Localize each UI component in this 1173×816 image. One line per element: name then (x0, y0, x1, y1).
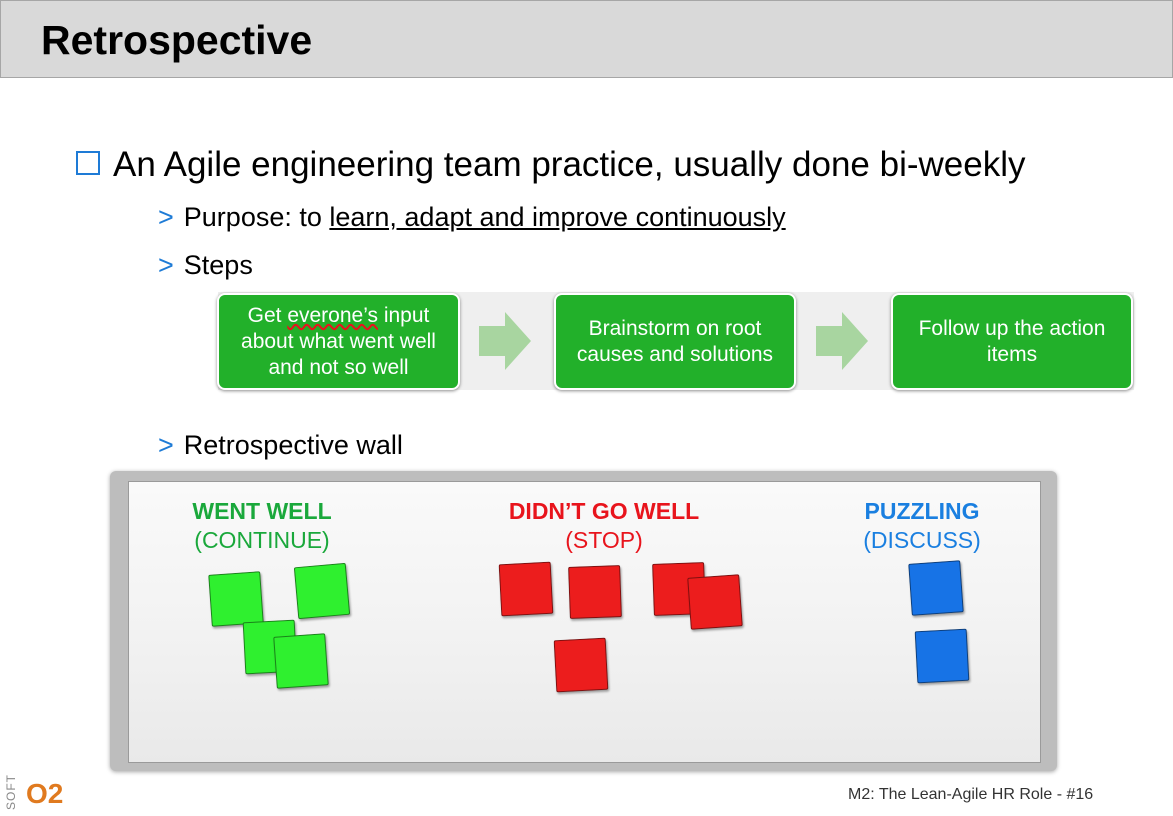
chevron-right-icon: > (158, 250, 174, 280)
steps-label: Steps (183, 250, 253, 280)
sticky-note-blue (908, 560, 964, 616)
slide-footer: M2: The Lean-Agile HR Role - #16 (848, 786, 1094, 803)
sticky-note-green (208, 571, 264, 627)
chevron-right-icon: > (158, 202, 174, 232)
arrow-right-icon (479, 312, 531, 370)
chevron-right-icon: > (158, 430, 174, 460)
sticky-note-red (498, 561, 554, 617)
logo-o2-text: O2 (26, 778, 64, 809)
step-1-text: Get everone’s input about what went well… (241, 303, 436, 379)
arrow-right-icon (816, 312, 868, 370)
sticky-note-red (553, 637, 609, 693)
step-3-text: Follow up the action items (918, 316, 1106, 366)
sticky-note-blue (914, 628, 970, 684)
purpose-emphasis: learn, adapt and improve continuously (329, 202, 786, 232)
sticky-note-green (293, 562, 351, 620)
square-bullet-icon (76, 151, 100, 175)
step-2-text: Brainstorm on root causes and solutions (576, 316, 774, 366)
didnt-go-well-subheading: (STOP) (565, 527, 643, 553)
went-well-subheading: (CONTINUE) (194, 527, 330, 553)
whiteboard-surface: WENT WELL (CONTINUE) DIDN’T GO WELL (STO… (128, 481, 1041, 763)
wall-label: Retrospective wall (183, 430, 403, 460)
puzzling-heading: PUZZLING (864, 498, 980, 524)
misspelled-word: everone’s (287, 303, 378, 327)
sticky-note-red (568, 565, 622, 619)
purpose-prefix: Purpose: to (183, 202, 330, 232)
sticky-note-red (687, 574, 743, 630)
sticky-note-green (273, 633, 329, 689)
page-title: Retrospective (41, 17, 313, 63)
wall-item: > Retrospective wall (158, 430, 403, 461)
didnt-go-well-heading: DIDN’T GO WELL (508, 498, 700, 524)
logo-soft-text: SOFT (4, 774, 18, 810)
soft-o2-logo: SOFT O2 (4, 774, 64, 812)
title-bar: Retrospective (0, 0, 1173, 78)
went-well-heading: WENT WELL (192, 498, 332, 524)
main-bullet-text: An Agile engineering team practice, usua… (113, 145, 1026, 184)
steps-item: > Steps (158, 250, 253, 281)
purpose-item: > Purpose: to learn, adapt and improve co… (158, 202, 786, 233)
step-box-1: Get everone’s input about what went well… (217, 293, 460, 390)
retrospective-whiteboard: WENT WELL (CONTINUE) DIDN’T GO WELL (STO… (110, 471, 1057, 771)
step-box-3: Follow up the action items (891, 293, 1133, 390)
step-box-2: Brainstorm on root causes and solutions (554, 293, 796, 390)
puzzling-subheading: (DISCUSS) (863, 527, 981, 553)
